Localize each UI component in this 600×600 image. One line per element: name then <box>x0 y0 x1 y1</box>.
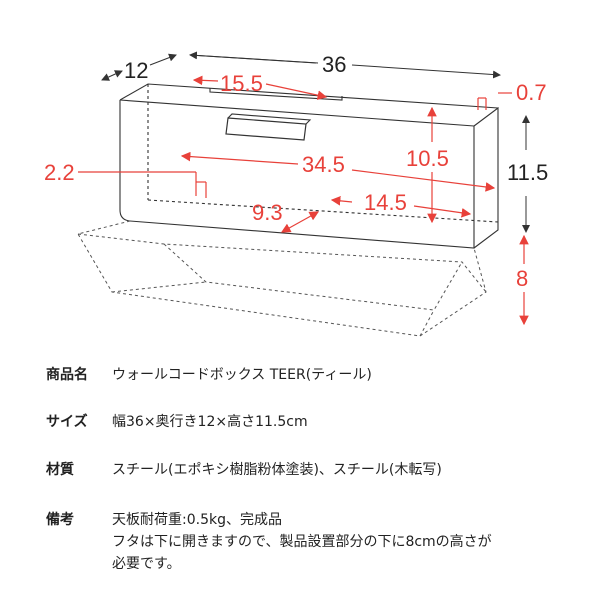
inner-height-label: 10.5 <box>406 146 449 171</box>
note-line: 天板耐荷重:0.5kg、完成品 <box>112 512 282 528</box>
open-lid-outline <box>77 220 487 337</box>
note-line: フタは下に開きますので、製品設置部分の下に8cmの高さが <box>112 534 492 550</box>
product-dimension-diagram: 12 36 15.5 0.7 10.5 11.5 34.5 2.2 9.3 14… <box>44 51 548 337</box>
right-section-label: 14.5 <box>364 190 407 215</box>
spec-label: 備考 <box>46 512 74 528</box>
spec-label: 材質 <box>46 462 74 478</box>
total-width-label: 36 <box>322 52 346 77</box>
spec-value: 天板耐荷重:0.5kg、完成品 フタは下に開きますので、製品設置部分の下に8cm… <box>112 509 492 575</box>
lip-label: 0.7 <box>516 80 547 105</box>
depth-label: 12 <box>124 58 148 83</box>
spec-value: 幅36×奥行き12×高さ11.5cm <box>112 414 308 430</box>
top-opening-label: 15.5 <box>220 71 263 96</box>
spec-value: ウォールコードボックス TEER(ティール) <box>112 367 372 383</box>
red-dimension-lines <box>78 75 529 326</box>
box-outline <box>119 83 499 249</box>
side-gap-label: 2.2 <box>44 160 75 185</box>
height-label: 11.5 <box>507 160 548 185</box>
spec-label: 商品名 <box>46 367 88 383</box>
note-line: 必要です。 <box>112 556 181 572</box>
lid-opening-label: 9.3 <box>252 200 283 225</box>
inner-width-label: 34.5 <box>302 152 345 177</box>
spec-value: スチール(エポキシ樹脂粉体塗装)、スチール(木転写) <box>112 462 442 478</box>
dark-dimension-lines <box>101 51 530 233</box>
spec-label: サイズ <box>46 414 88 430</box>
drop-clearance-label: 8 <box>516 266 528 291</box>
